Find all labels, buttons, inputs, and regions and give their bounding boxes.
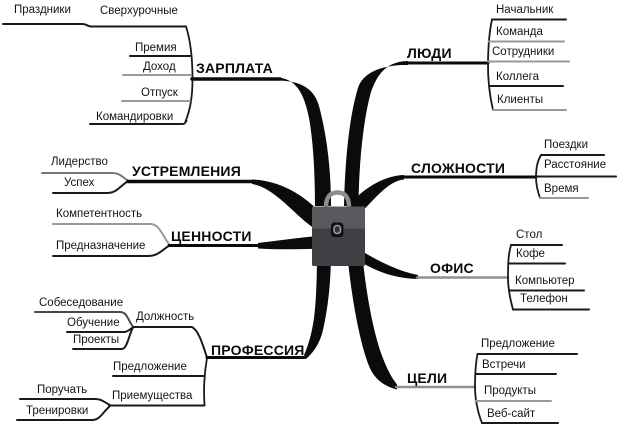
node-premiya: Премия bbox=[135, 42, 177, 54]
group-ustremleniya-lines bbox=[41, 172, 256, 194]
branch-curve-lyudi bbox=[344, 61, 408, 206]
node-kompetentnost: Компетентность bbox=[56, 208, 143, 220]
node-kofe: Кофе bbox=[516, 248, 545, 260]
spine-ofis bbox=[507, 244, 514, 311]
node-prednaznachenie: Предназначение bbox=[56, 240, 146, 252]
node-poruchat: Поручать bbox=[37, 384, 88, 396]
underline-uspekh bbox=[52, 180, 129, 194]
node-kollega: Коллега bbox=[496, 71, 539, 83]
branch-curve-zarplata bbox=[277, 77, 331, 206]
underline-trenirovki bbox=[16, 405, 111, 421]
group-tsennosti-lines bbox=[52, 223, 262, 257]
node-telefon: Телефон bbox=[520, 293, 568, 305]
briefcase-icon bbox=[312, 190, 365, 266]
node-ofis: ОФИС bbox=[430, 260, 474, 276]
underline-sobesedovanie bbox=[34, 311, 134, 327]
node-ustremleniya: УСТРЕМЛЕНИЯ bbox=[132, 163, 241, 179]
node-vstrechi: Встречи bbox=[482, 359, 526, 371]
node-predlozhenie-right: Предложение bbox=[481, 338, 555, 350]
underline-kompetentnost bbox=[52, 223, 170, 245]
node-trenirovki: Тренировки bbox=[26, 405, 89, 417]
node-priemushchestva: Приемущества bbox=[112, 390, 193, 402]
node-uspekh: Успех bbox=[64, 177, 95, 189]
briefcase-handle bbox=[323, 190, 352, 208]
node-komanda: Команда bbox=[496, 26, 543, 38]
group-lyudi-lines bbox=[400, 18, 570, 111]
spine-professiya bbox=[203, 357, 208, 406]
underline-dolzhnost bbox=[132, 326, 208, 357]
branch-curve-professiya bbox=[304, 252, 331, 359]
group-slozhnosti-lines bbox=[402, 154, 617, 199]
node-tsennosti: ЦЕННОСТИ bbox=[171, 228, 252, 244]
node-lyudi: ЛЮДИ bbox=[407, 45, 452, 61]
node-vremya: Время bbox=[544, 183, 579, 195]
node-stol: Стол bbox=[516, 229, 543, 241]
node-prazdniki: Праздники bbox=[14, 4, 71, 16]
node-slozhnosti: СЛОЖНОСТИ bbox=[411, 160, 506, 176]
group-ofis-lines bbox=[415, 244, 590, 311]
node-liderstvo: Лидерство bbox=[51, 156, 108, 168]
node-otpusk: Отпуск bbox=[141, 87, 178, 99]
node-tseli: ЦЕЛИ bbox=[407, 370, 448, 386]
spine-tseli bbox=[474, 353, 483, 424]
node-komandirovki: Командировки bbox=[96, 111, 174, 123]
node-obuchenie: Обучение bbox=[67, 317, 120, 329]
underline-proekty bbox=[72, 327, 134, 350]
spine-lyudi bbox=[487, 18, 494, 111]
underline-prednaznachenie bbox=[52, 245, 169, 257]
node-professiya: ПРОФЕССИЯ bbox=[211, 342, 305, 358]
group-tseli-lines bbox=[394, 353, 578, 424]
node-kompyuter: Компьютер bbox=[515, 275, 575, 287]
node-zarplata: ЗАРПЛАТА bbox=[196, 60, 273, 76]
node-proekty: Проекты bbox=[73, 334, 120, 346]
node-produkty: Продукты bbox=[484, 385, 536, 397]
briefcase-clasp-button bbox=[333, 224, 342, 235]
node-klienty: Клиенты bbox=[497, 94, 544, 106]
node-rasstoyanie: Расстояние bbox=[544, 159, 607, 171]
node-dokhod: Доход bbox=[143, 61, 176, 73]
group-professiya-lines bbox=[16, 311, 307, 421]
node-sotrudniki: Сотрудники bbox=[492, 46, 555, 58]
node-poezdki: Поездки bbox=[544, 139, 588, 151]
node-sobesedovanie: Собеседование bbox=[39, 297, 124, 309]
underline-poruchat bbox=[19, 398, 111, 406]
node-websait: Веб-сайт bbox=[487, 408, 536, 420]
underline-liderstvo bbox=[41, 172, 129, 182]
group-zarplata-lines bbox=[2, 23, 282, 125]
underline-prazdniki-sverkhurochnye bbox=[2, 23, 187, 28]
node-sverkhurochnye: Сверхурочные bbox=[100, 5, 178, 17]
node-predlozhenie-left: Предложение bbox=[113, 361, 187, 373]
node-dolzhnost: Должность bbox=[136, 311, 195, 323]
briefcase-flap bbox=[312, 206, 365, 229]
node-nachalnik: Начальник bbox=[496, 4, 554, 16]
underline-komandirovki bbox=[89, 120, 188, 125]
branch-curve-tseli bbox=[347, 252, 397, 390]
